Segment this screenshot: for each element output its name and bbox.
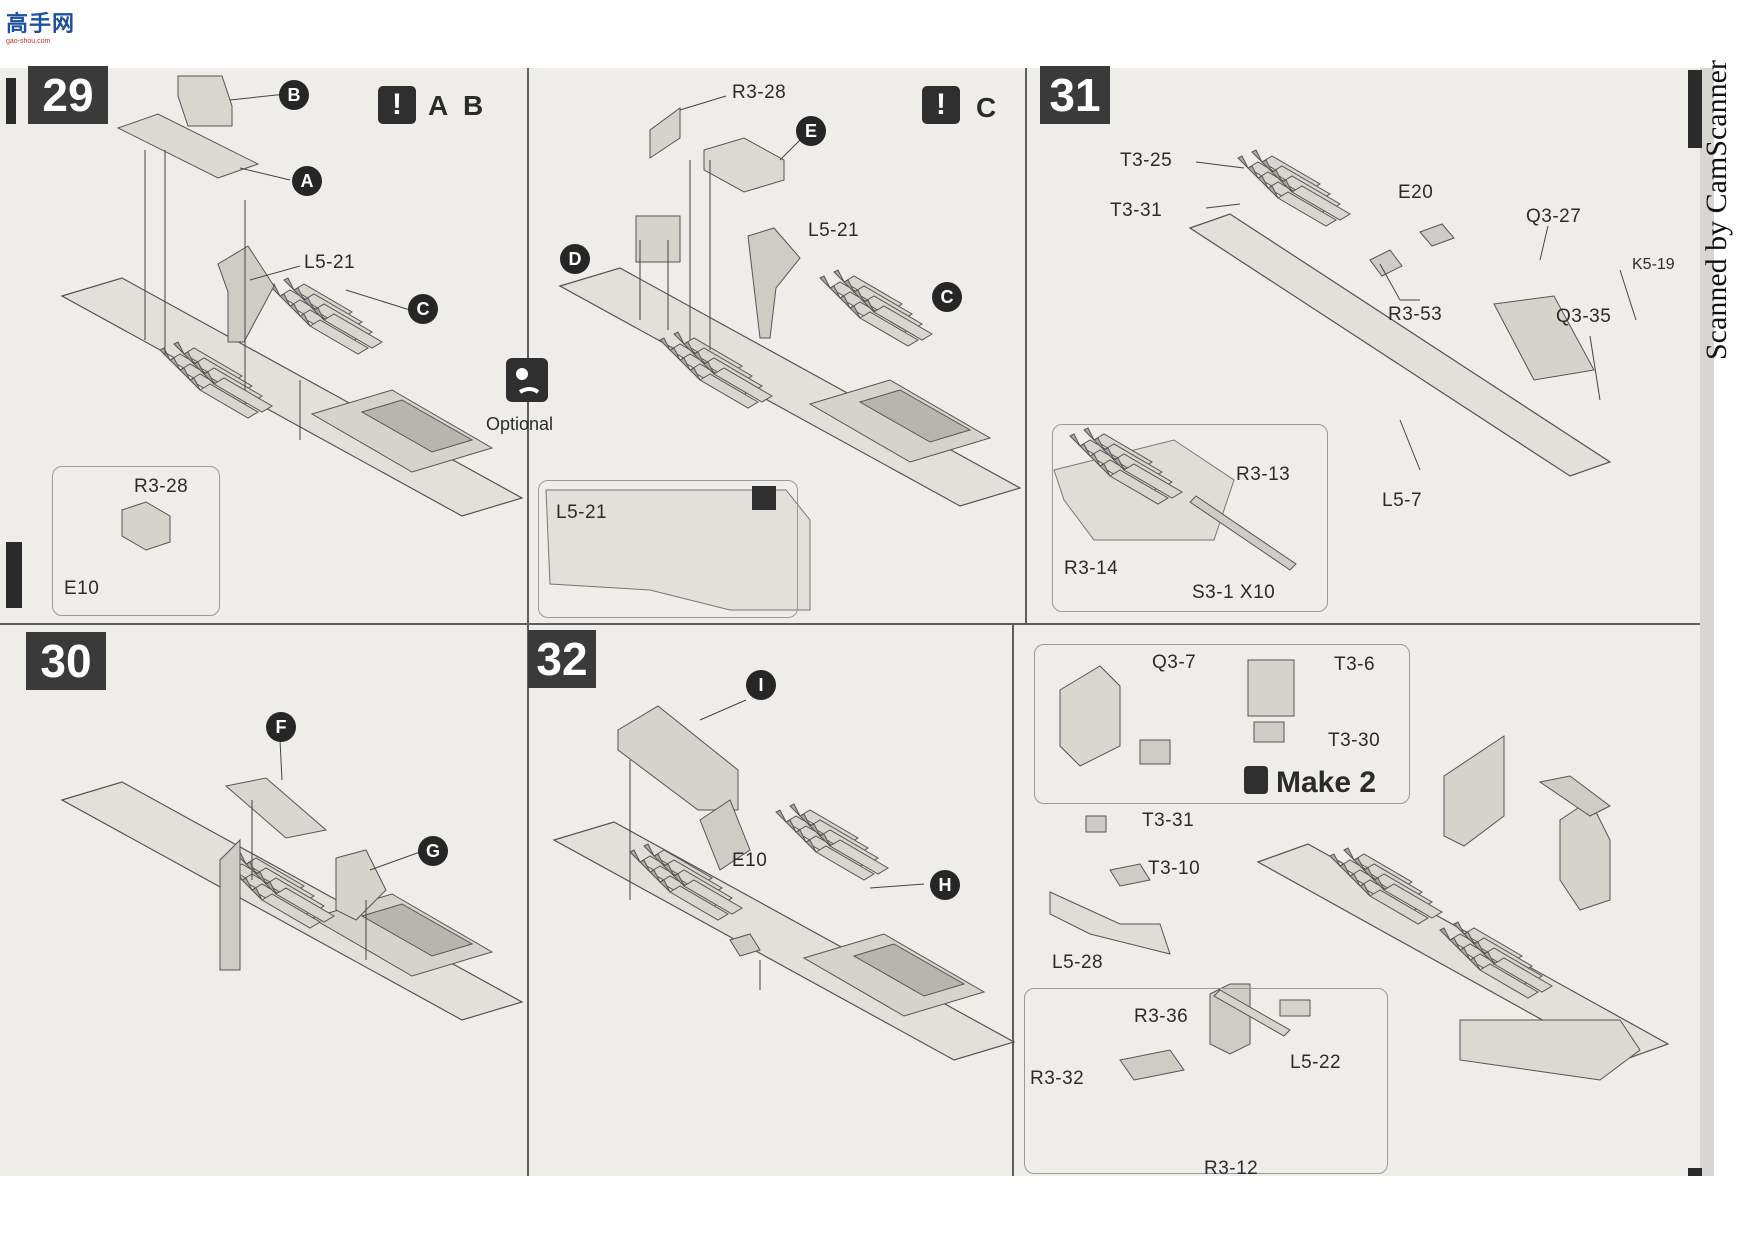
callout-b: B bbox=[279, 80, 309, 110]
step-mid-warning-text: C bbox=[976, 92, 1001, 123]
callout-i: I bbox=[746, 670, 776, 700]
label-l5-22: L5-22 bbox=[1290, 1052, 1342, 1073]
label-q3-35: Q3-35 bbox=[1556, 306, 1612, 327]
label-r3-36: R3-36 bbox=[1134, 1006, 1189, 1027]
callout-d: D bbox=[560, 244, 590, 274]
label-l5-7: L5-7 bbox=[1382, 490, 1423, 511]
label-r3-32: R3-32 bbox=[1030, 1068, 1085, 1089]
callout-e: E bbox=[796, 116, 826, 146]
warning-icon-mid: ! bbox=[922, 86, 960, 124]
label-t3-30: T3-30 bbox=[1328, 730, 1381, 751]
callout-c-mid: C bbox=[932, 282, 962, 312]
label-l5-21-mid: L5-21 bbox=[808, 220, 860, 241]
step-29-warning-text: A B bbox=[428, 90, 488, 121]
step-32-number: 32 bbox=[528, 630, 596, 688]
divider-vertical-right-bottom bbox=[1012, 624, 1014, 1176]
label-e10-32: E10 bbox=[732, 850, 768, 871]
sub-inset-bottom bbox=[1024, 988, 1388, 1174]
label-r3-53: R3-53 bbox=[1388, 304, 1443, 325]
label-t3-10: T3-10 bbox=[1148, 858, 1201, 879]
label-r3-28: R3-28 bbox=[134, 476, 189, 497]
label-q3-7: Q3-7 bbox=[1152, 652, 1197, 673]
logo-subtext: gao-shou.com bbox=[6, 38, 51, 45]
label-s3-1: S3-1 X10 bbox=[1192, 582, 1276, 603]
label-e10: E10 bbox=[64, 578, 100, 599]
step-mid-inset bbox=[538, 480, 798, 618]
divider-vertical-right-top bbox=[1025, 68, 1027, 624]
callout-a: A bbox=[292, 166, 322, 196]
page-tab-bottom bbox=[1688, 1168, 1702, 1176]
label-t3-25: T3-25 bbox=[1120, 150, 1173, 171]
page-tab-left-mid bbox=[6, 542, 22, 608]
label-t3-31-right: T3-31 bbox=[1142, 810, 1195, 831]
logo-text: 高手网 bbox=[6, 11, 76, 36]
label-e20: E20 bbox=[1398, 182, 1434, 203]
divider-horizontal bbox=[0, 623, 1700, 625]
page-edge bbox=[1700, 68, 1714, 1176]
label-l5-21-inset: L5-21 bbox=[556, 502, 608, 523]
callout-c: C bbox=[408, 294, 438, 324]
label-t3-31: T3-31 bbox=[1110, 200, 1163, 221]
step-29-number: 29 bbox=[28, 66, 108, 124]
camscanner-watermark: Scanned by CamScanner bbox=[1700, 60, 1733, 360]
page-tab-top bbox=[1688, 70, 1702, 148]
optional-label: Optional bbox=[486, 414, 554, 434]
label-l5-21: L5-21 bbox=[304, 252, 356, 273]
label-r3-12: R3-12 bbox=[1204, 1158, 1259, 1179]
page-tab-left-top bbox=[6, 78, 16, 124]
callout-g: G bbox=[418, 836, 448, 866]
divider-vertical-left bbox=[527, 68, 529, 1176]
step-29-inset bbox=[52, 466, 220, 616]
label-t3-6: T3-6 bbox=[1334, 654, 1376, 675]
site-logo: 高手网 gao-shou.com bbox=[6, 6, 75, 45]
label-q3-27: Q3-27 bbox=[1526, 206, 1582, 227]
label-r3-28-mid: R3-28 bbox=[732, 82, 787, 103]
sub-inset-top bbox=[1034, 644, 1410, 804]
make-2-text: Make 2 bbox=[1276, 766, 1377, 799]
step-31-inset bbox=[1052, 424, 1328, 612]
label-k5-19: K5-19 bbox=[1632, 256, 1675, 273]
warning-icon: ! bbox=[378, 86, 416, 124]
callout-h: H bbox=[930, 870, 960, 900]
step-31-number: 31 bbox=[1040, 66, 1110, 124]
callout-f: F bbox=[266, 712, 296, 742]
label-r3-13: R3-13 bbox=[1236, 464, 1291, 485]
step-30-number: 30 bbox=[26, 632, 106, 690]
label-l5-28: L5-28 bbox=[1052, 952, 1104, 973]
label-r3-14: R3-14 bbox=[1064, 558, 1119, 579]
